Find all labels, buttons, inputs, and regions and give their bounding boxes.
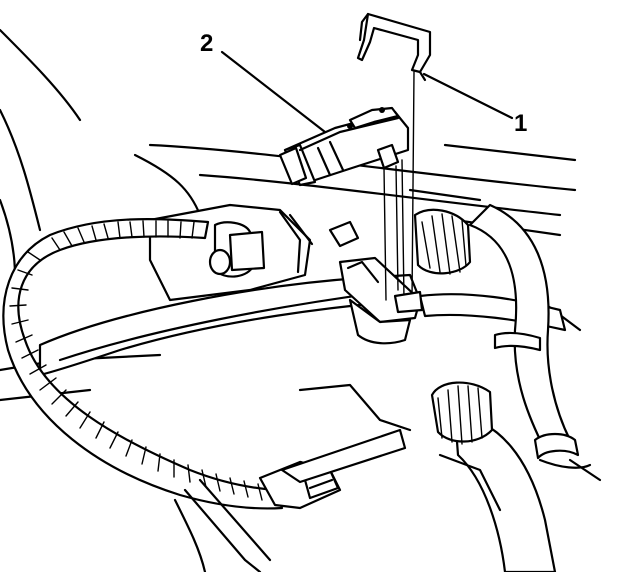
sensor-component xyxy=(278,106,410,187)
harness-connector-lower xyxy=(173,428,407,572)
leader-line-1 xyxy=(422,72,514,120)
coolant-hose-right xyxy=(468,203,592,469)
callout-label-2: 2 xyxy=(200,30,214,57)
callout-leaders xyxy=(220,50,514,134)
leader-line-2 xyxy=(220,50,327,134)
wiring-band xyxy=(38,273,567,377)
callout-label-1: 1 xyxy=(514,110,528,137)
wiring-harness-loom xyxy=(2,217,284,510)
hose-clamp-upper xyxy=(413,208,472,275)
coolant-hose-lower xyxy=(430,381,557,572)
retainer-clip xyxy=(356,12,432,82)
installation-guide-lines xyxy=(383,71,424,314)
